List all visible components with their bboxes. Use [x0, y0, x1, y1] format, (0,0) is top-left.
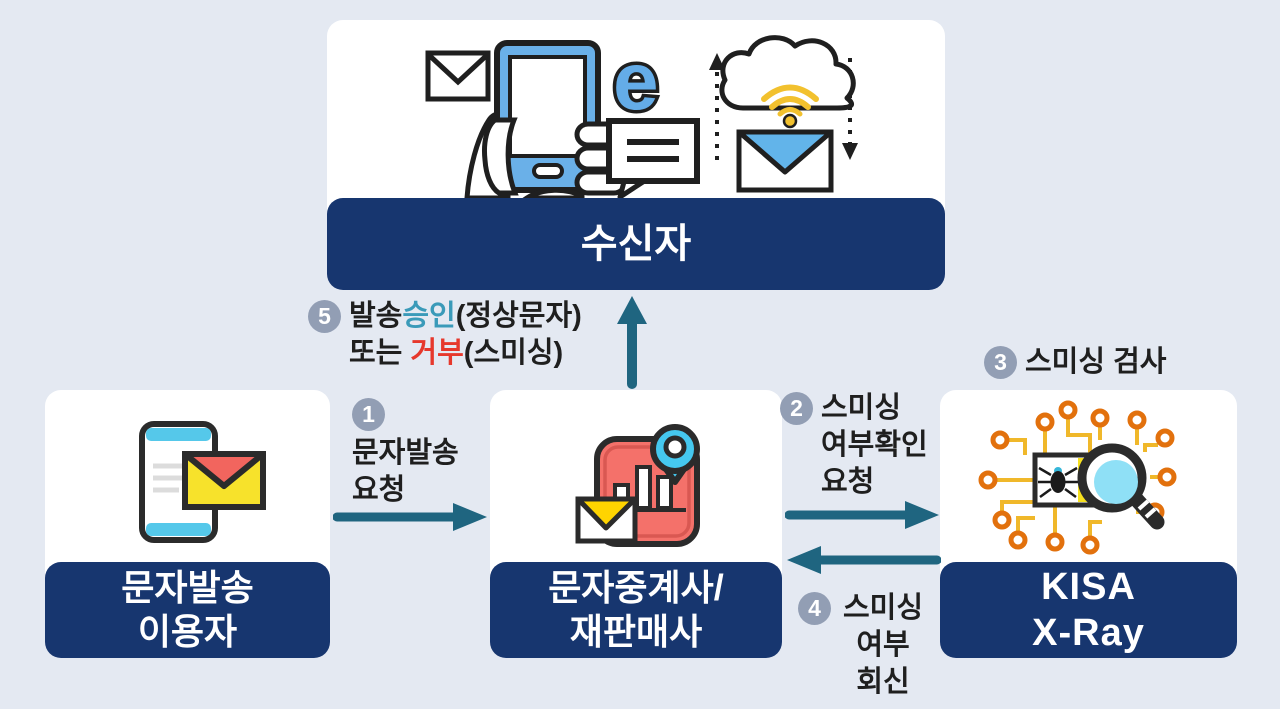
message-relay-app-icon [575, 424, 700, 547]
cloud-wifi-mail-icon [719, 35, 856, 193]
step-5-label: 5 발송승인(정상문자) 또는 거부(스미싱) [308, 298, 582, 372]
approve-text: 승인 [402, 300, 456, 332]
chat-bubble-icon [606, 118, 700, 198]
malware-scan-icon [978, 400, 1177, 555]
circuit-nodes [978, 400, 1177, 555]
circuit-traces [995, 417, 1160, 538]
mail-icon [425, 50, 491, 102]
step-5-number: 5 [308, 300, 341, 333]
arrow-kisa-to-relay [787, 546, 941, 574]
step-2-label: 2 스미싱 여부확인 요청 [780, 390, 928, 501]
step-3-label: 3 스미싱 검사 [984, 344, 1166, 381]
step-1-number: 1 [352, 398, 385, 431]
step-2-number: 2 [780, 392, 813, 425]
svg-text:e: e [613, 36, 659, 127]
bug-icon [1038, 466, 1078, 499]
arrow-relay-to-receiver [617, 296, 647, 389]
step-5-line1: 발송승인(정상문자) [349, 300, 582, 332]
magnifier-icon [1077, 443, 1165, 530]
kisa-label-line2: X-Ray [1032, 612, 1145, 654]
step-1-label: 1 문자발송 요청 [352, 396, 459, 509]
step-5-line2: 또는 거부(스미싱) [349, 337, 564, 369]
sender-banner: 문자발송 이용자 [45, 562, 330, 658]
kisa-banner: KISA X-Ray [940, 562, 1237, 658]
kisa-label-line1: KISA [1041, 565, 1136, 608]
relay-label-line1: 문자중계사/ [548, 567, 724, 609]
receiver-label: 수신자 [580, 221, 692, 266]
receiver-banner: 수신자 [327, 198, 945, 290]
phone-message-icon [139, 421, 266, 543]
step-4-label: 4 스미싱 여부 회신 [798, 590, 927, 701]
arrow-relay-to-kisa [785, 501, 939, 529]
reject-text: 거부 [410, 337, 464, 369]
relay-banner: 문자중계사/ 재판매사 [490, 562, 782, 658]
sender-label-line2: 이용자 [137, 611, 238, 652]
relay-label-line2: 재판매사 [569, 611, 703, 652]
receiver-icon-cluster: e [425, 33, 858, 198]
step-3-number: 3 [984, 346, 1017, 379]
step-4-number: 4 [798, 592, 831, 625]
e-browser-icon: e [610, 33, 663, 131]
arrow-sender-to-relay [333, 503, 487, 531]
hand-phone-icon [464, 40, 630, 198]
sender-label-line1: 문자발송 [121, 567, 254, 609]
